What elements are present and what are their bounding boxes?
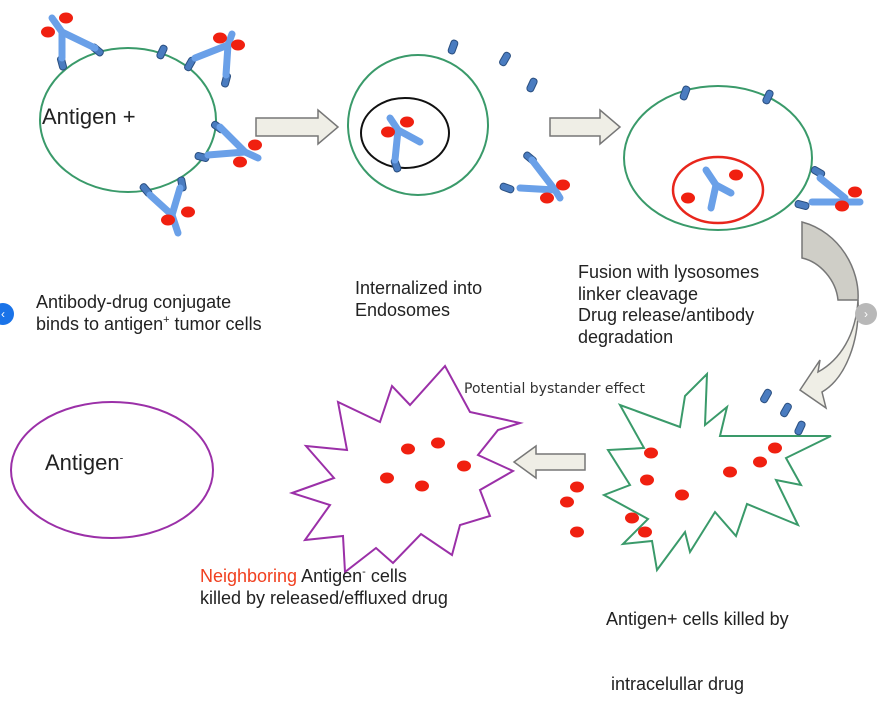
drug-payload [161,214,175,226]
drug-payload [381,126,395,138]
drug-payload [233,156,247,168]
drug-payload [638,526,652,538]
antibody-drug-conjugate [204,123,262,162]
drug-payload [625,512,639,524]
caption-text: tumor cells [169,313,262,334]
drug-payload [231,39,245,51]
drug-payload [400,116,414,128]
drug-payload [181,206,195,218]
process-arrow [549,108,622,146]
antigen-receptor [793,199,811,211]
caption-line: binds to antigen+ tumor cells [36,314,262,336]
killed-antigen-negative-cell [288,364,524,574]
caption-text: cells [365,566,407,586]
caption-line: Neighboring Antigen- cells [200,566,448,588]
caption-line: Endosomes [355,299,451,320]
previous-slide-button[interactable]: ‹ [0,303,14,325]
killed-antigen-positive-cell [601,371,832,573]
antigen-positive-label: Antigen + [42,104,136,129]
next-slide-button[interactable]: › [855,303,877,325]
antigen-receptor [758,387,774,405]
curved-process-arrow [798,221,859,410]
drug-payload [41,26,55,38]
caption-text: Antigen [297,566,363,586]
drug-payload [640,474,654,486]
caption-line: Drug release/antibody [578,305,755,326]
antibody-fragments [702,166,864,212]
lysosome-cell [623,84,864,231]
antigen-receptor [446,38,460,56]
caption-line: Fusion with lysosomes [578,262,760,282]
antigen-receptor [761,88,775,106]
antigen-negative-label: Antigen- [45,450,123,476]
released-drug [570,481,584,493]
antibody-drug-conjugate [48,14,99,62]
drug-payload [431,437,445,449]
antibody-drug-conjugate [146,184,184,237]
caption-line: intracelullar drug [606,673,745,694]
drug-payload [380,472,394,484]
released-drug [570,526,584,538]
antibody-drug-conjugate [191,30,236,79]
caption-line: Antigen+ cells killed by [606,609,789,630]
drug-payload [681,192,695,204]
antigen-receptor [497,50,513,68]
drug-payload [644,447,658,459]
antigen-receptor [793,419,807,437]
bystander-arrow [512,444,586,480]
superscript: - [119,452,124,465]
caption-line: killed by released/effluxed drug [200,587,448,608]
drug-payload [401,443,415,455]
step2-caption: Internalized into Endosomes [355,278,482,321]
drug-payload [556,179,570,191]
antigen-negative-text: Antigen [45,450,120,475]
drug-payload [457,460,471,472]
drug-payload [729,169,743,181]
drug-payload [675,489,689,501]
endosome-cell [347,38,570,204]
antigen-receptor [678,84,692,102]
antigen-receptor [525,76,539,94]
bystander-label: Potential bystander effect [464,381,645,397]
antigen-receptor [498,181,516,195]
drug-payload [848,186,862,198]
drug-payload [213,32,227,44]
antigen-positive-cell [39,12,262,237]
process-arrow [255,108,340,146]
drug-payload [753,456,767,468]
drug-payload [248,139,262,151]
chevron-right-icon: › [864,307,868,321]
drug-payload [59,12,73,24]
drug-payload [415,480,429,492]
drug-payload [540,192,554,204]
highlight-text: Neighboring [200,566,298,586]
antigen-receptor [778,401,794,419]
caption-line: Internalized into [355,278,483,298]
caption-line: degradation [578,326,674,347]
drug-payload [835,200,849,212]
drug-payload [768,442,782,454]
neighbor-caption: Neighboring Antigen- cells killed by rel… [200,566,448,609]
adc-mechanism-diagram [10,12,864,574]
antigen-negative-cell [10,401,214,539]
superscript: - [362,566,366,578]
antibody-drug-conjugate [386,114,564,202]
killed-caption: Antigen+ cells killed by intracelullar d… [606,566,789,717]
drug-payload [723,466,737,478]
released-drug [560,496,574,508]
antigen-receptor [155,43,169,61]
caption-line: linker cleavage [578,283,699,304]
chevron-left-icon: ‹ [1,307,5,321]
step1-caption: Antibody-drug conjugate binds to antigen… [36,292,262,335]
endosome [360,97,450,169]
caption-line: Antibody-drug conjugate [36,292,232,312]
lysosome [671,155,765,225]
caption-text: binds to antigen [36,313,164,334]
step3-caption: Fusion with lysosomes linker cleavage Dr… [578,262,759,348]
superscript: + [163,313,170,326]
